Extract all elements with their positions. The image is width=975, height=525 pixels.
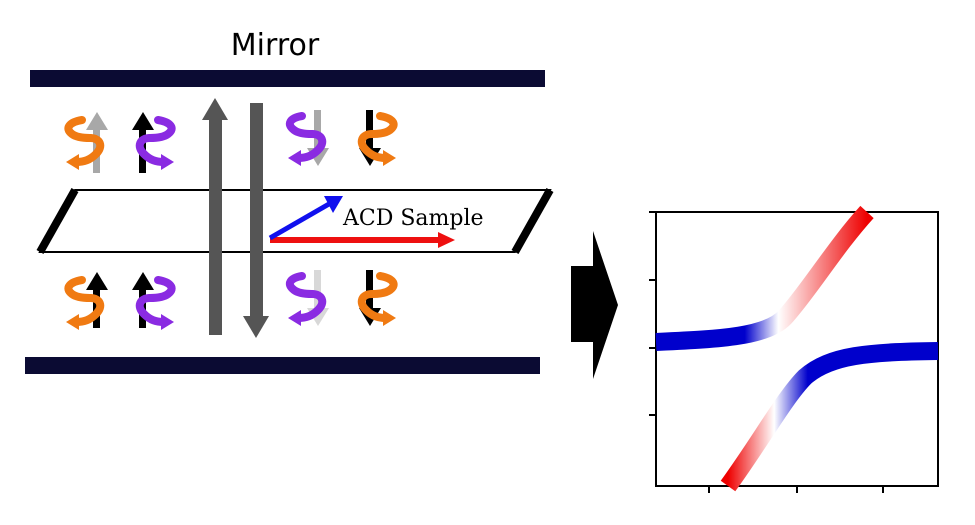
lower-right-light-pair — [288, 270, 396, 326]
next-step-arrow — [571, 231, 618, 379]
chart-ticks — [649, 211, 884, 493]
bottom-mirror — [25, 357, 540, 374]
standing-wave-down-arrow — [243, 103, 269, 338]
top-mirror — [30, 70, 545, 87]
chart-panel — [649, 205, 939, 493]
upper-polariton-branch — [655, 205, 874, 351]
mirror-label: Mirror — [231, 28, 320, 63]
standing-wave-up-arrow — [202, 98, 228, 335]
lower-polariton-branch — [720, 342, 939, 492]
polarization-vectors — [268, 196, 455, 248]
upper-left-light-pair — [66, 112, 174, 173]
acd-sample-label: ACD Sample — [342, 206, 484, 231]
upper-right-light-pair — [288, 110, 396, 166]
lower-left-light-pair — [66, 272, 174, 330]
